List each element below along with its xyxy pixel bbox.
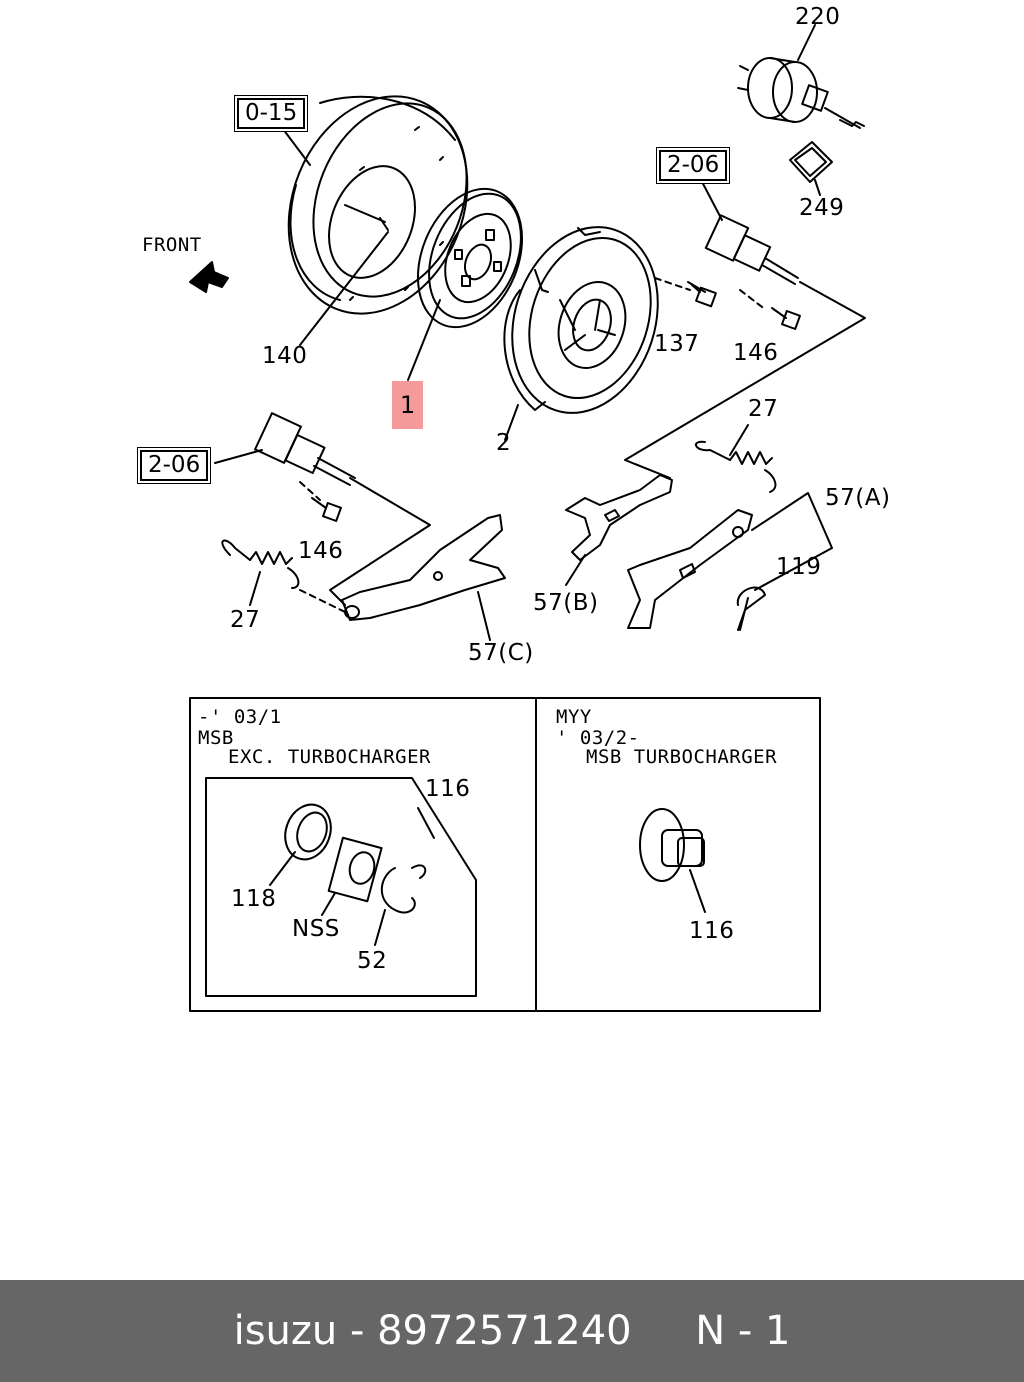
part-220-label: 220 xyxy=(795,4,841,30)
part-27-right-label: 27 xyxy=(748,396,779,422)
footer-page: N - 1 xyxy=(695,1308,791,1354)
part-57a-label: 57(A) xyxy=(825,485,891,511)
leader-0-15 xyxy=(279,124,311,166)
inset-part-116-left-label: 116 xyxy=(425,776,471,802)
footer-separator: - xyxy=(337,1308,378,1354)
part-57c-label: 57(C) xyxy=(468,640,534,666)
clip-52-part xyxy=(374,864,427,946)
spring-left-part xyxy=(221,539,346,613)
frame-line-left xyxy=(329,477,431,606)
spring-right-part xyxy=(695,424,777,493)
gasket-part xyxy=(789,141,833,196)
ref-0-15-label: 0-15 xyxy=(237,98,306,129)
clip-119-part xyxy=(736,586,766,631)
inset-right-line2: ' 03/2- xyxy=(556,727,640,749)
footer-brand: isuzu xyxy=(233,1308,338,1354)
fork-57a-part xyxy=(627,492,833,629)
bearing-nss-part xyxy=(321,836,383,916)
pressure-plate-part xyxy=(503,226,659,414)
footer-bar: isuzu - 8972571240 N - 1 xyxy=(0,1280,1024,1382)
footer-part-number: 8972571240 xyxy=(377,1308,632,1354)
fork-57c-part xyxy=(341,514,506,641)
part-2-label: 2 xyxy=(496,430,512,456)
inset-left-line2: MSB xyxy=(198,727,234,749)
inset-frame xyxy=(189,697,821,1012)
diagram-drawing xyxy=(189,24,866,1012)
inset-part-116-right-label: 116 xyxy=(689,918,735,944)
bolt-146-right-part xyxy=(771,307,801,330)
part-1-highlight-label: 1 xyxy=(392,381,423,429)
part-57b-label: 57(B) xyxy=(533,590,599,616)
inset-subframe xyxy=(205,777,477,997)
bolt-146-left-part xyxy=(311,497,342,522)
part-27-left-label: 27 xyxy=(230,607,261,633)
part-119-label: 119 xyxy=(776,554,822,580)
clutch-disc-part xyxy=(416,187,524,329)
inset-right-line1: MYY xyxy=(556,706,592,728)
bolt-137-part xyxy=(687,281,717,308)
seal-118-part xyxy=(269,803,332,886)
inset-part-118-label: 118 xyxy=(231,886,277,912)
front-arrow-icon xyxy=(189,261,229,293)
leader-146-dash xyxy=(739,289,767,311)
front-label: FRONT xyxy=(142,234,202,256)
inset-left-line3: EXC. TURBOCHARGER xyxy=(228,746,431,768)
ref-2-06-left-label: 2-06 xyxy=(140,450,209,481)
ref-2-06-top-label: 2-06 xyxy=(659,150,728,181)
leader-inset-116 xyxy=(417,807,435,839)
part-146-right-label: 146 xyxy=(733,340,779,366)
leader-137-dash xyxy=(654,277,691,291)
footer-gap xyxy=(632,1308,696,1354)
exploded-parts-diagram: 0-15 2-06 2-06 FRONT 220 249 140 1 137 1… xyxy=(140,4,891,1012)
inset-left-line1: -' 03/1 xyxy=(198,706,282,728)
part-140-label: 140 xyxy=(262,343,308,369)
inset-part-nss-label: NSS xyxy=(292,916,340,942)
inset-part-52-label: 52 xyxy=(357,948,388,974)
bearing-116-part xyxy=(639,808,706,913)
leader-1 xyxy=(407,299,441,381)
inset-right-line3: MSB TURBOCHARGER xyxy=(586,746,778,768)
cylinder-left-part xyxy=(214,412,356,486)
part-249-label: 249 xyxy=(799,195,845,221)
part-146-left-label: 146 xyxy=(298,538,344,564)
leader-140 xyxy=(299,231,389,346)
cylinder-top-part xyxy=(699,177,799,285)
leader-2 xyxy=(504,404,519,441)
part-137-label: 137 xyxy=(654,331,700,357)
fork-57b-part xyxy=(565,474,673,586)
flywheel-part xyxy=(287,95,469,315)
leader-146-left-dash xyxy=(299,481,321,501)
frame-line-right xyxy=(624,281,866,479)
booster-part xyxy=(737,24,865,129)
